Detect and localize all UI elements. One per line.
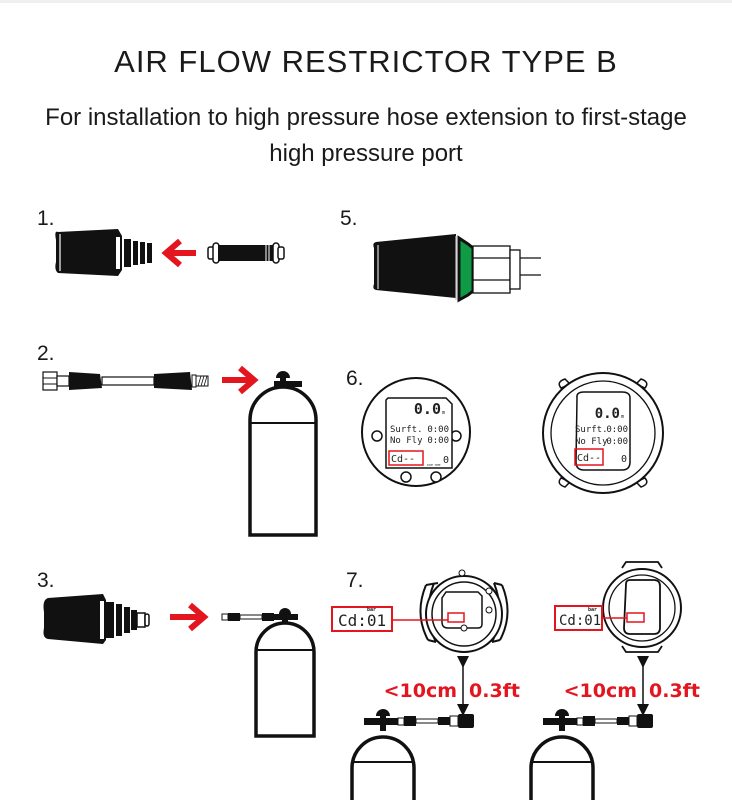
step-5-first-stage-green-icon: [373, 234, 541, 303]
depth-value: 0.0: [414, 400, 441, 418]
code-value: Cd--: [391, 454, 415, 465]
pairing-code-unit: bar: [367, 607, 376, 613]
nofly-value: 0:00: [427, 436, 449, 446]
step-1-number: 1.: [37, 207, 55, 230]
watch-surf-label: Surft.: [575, 425, 608, 435]
top-border: [0, 0, 732, 3]
distance-indicator-left: <10cm 0.3ft: [384, 656, 520, 716]
watch-code-value: Cd--: [577, 453, 601, 464]
surf-label: Surft.: [390, 425, 423, 435]
step-3-arrow-right-icon: [170, 602, 209, 632]
depth-unit: m: [442, 410, 445, 416]
distance-imperial-label-right: 0.3ft: [649, 680, 700, 702]
step-6-dive-computer-watch-icon: 0.0 m Surft. 0:00 No Fly 0:00 Cd-- 0: [542, 372, 664, 494]
step-7-number: 7.: [346, 569, 364, 592]
code-highlight-box: [388, 450, 424, 466]
surf-value: 0:00: [427, 425, 449, 435]
step-6-dive-computer-round-icon: 0.0 m Surft. 0:00 No Fly 0:00 Cd-- 0 DIV…: [361, 377, 471, 487]
arrow-right-icon: [222, 365, 259, 395]
step-7-tank-right-icon: [529, 709, 653, 800]
step-6-number: 6.: [346, 367, 364, 390]
watch-depth-unit: m: [621, 414, 624, 420]
arrow-left-icon: [161, 238, 196, 268]
step-3-tank-with-hose-icon: [221, 608, 316, 738]
dive-time-label: DIVE TIME: [427, 463, 441, 467]
watch-nofly-value: 0:00: [606, 437, 628, 447]
nofly-label: No Fly: [390, 436, 423, 446]
dive-time-value: 0: [443, 455, 449, 466]
watch-depth-value: 0.0: [595, 406, 620, 422]
page-subtitle: For installation to high pressure hose e…: [45, 104, 687, 167]
step-1-first-stage-icon: [55, 229, 152, 276]
step-7-dive-computer-back-icon: Cd:01 bar: [331, 569, 509, 653]
watch-nofly-label: No Fly: [575, 437, 608, 447]
distance-indicator-right: <10cm 0.3ft: [564, 656, 700, 716]
watch-pairing-code-value: Cd:01: [559, 613, 601, 629]
distance-metric-label: <10cm: [384, 680, 457, 702]
step-3-first-stage-icon: [43, 594, 150, 644]
step-2-tank-icon: [248, 371, 318, 537]
step-3-number: 3.: [37, 569, 55, 592]
watch-dive-time-value: 0: [621, 454, 627, 465]
step-2-number: 2.: [37, 342, 55, 365]
step-2-hp-hose-icon: [42, 371, 209, 391]
watch-code-highlight-box: [574, 448, 604, 466]
step-7-tank-left-icon: [350, 709, 474, 800]
step-7-watch-back-icon: Cd:01 bar: [554, 561, 682, 653]
pairing-code-value: Cd:01: [338, 611, 386, 630]
distance-imperial-label: 0.3ft: [469, 680, 520, 702]
watch-pairing-code-unit: bar: [588, 607, 597, 613]
step-5-number: 5.: [340, 207, 358, 230]
distance-metric-label-right: <10cm: [564, 680, 637, 702]
watch-surf-value: 0:00: [606, 425, 628, 435]
restrictor-icon: [207, 242, 285, 264]
page-title: AIR FLOW RESTRICTOR TYPE B: [114, 44, 618, 79]
